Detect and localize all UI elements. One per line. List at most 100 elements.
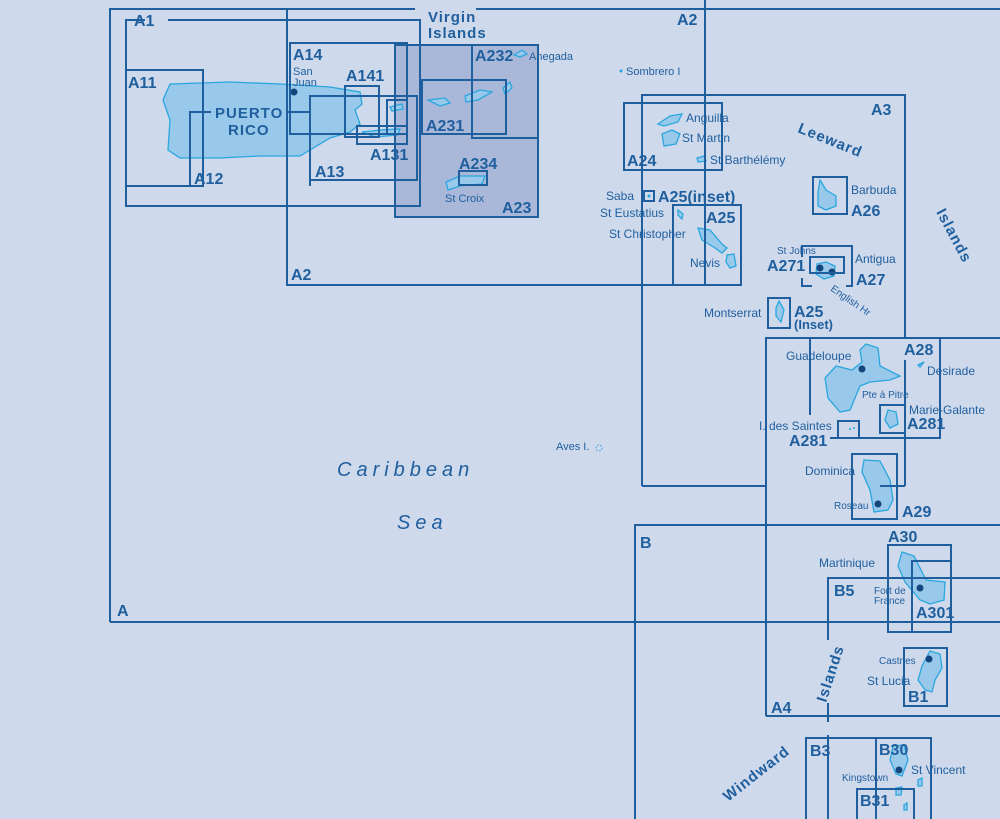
frame-A2[interactable]: [286, 0, 706, 286]
frame-A[interactable]: [109, 8, 1000, 623]
code-A131[interactable]: A131: [370, 147, 408, 164]
frame-A26[interactable]: [812, 176, 848, 215]
frame-A25-saba[interactable]: [643, 190, 655, 202]
frame-A25[interactable]: [672, 204, 742, 286]
code-A232[interactable]: A232: [475, 48, 513, 65]
code-A2-top[interactable]: A2: [677, 12, 698, 29]
code-A25-montserrat[interactable]: A25: [794, 304, 823, 321]
label-windward-islands: Islands: [814, 643, 848, 704]
island-guadeloupe: [824, 343, 902, 413]
place-labels: San Juan Anegada St Croix Sombrero I Ang…: [293, 51, 985, 784]
place-st-lucia: St Lucia: [867, 674, 911, 688]
code-A30[interactable]: A30: [888, 529, 917, 546]
island-st-lucia: [917, 650, 943, 693]
code-A13[interactable]: A13: [315, 164, 344, 181]
frame-A28[interactable]: [765, 337, 1000, 716]
place-nevis: Nevis: [690, 256, 720, 270]
island-saba: [647, 194, 651, 198]
code-A281-marie-galante[interactable]: A281: [907, 416, 945, 433]
code-A2[interactable]: A2: [291, 267, 312, 284]
city-dot-st-johns: [816, 264, 824, 272]
frame-A14[interactable]: [289, 42, 408, 135]
frame-A232[interactable]: [471, 44, 539, 139]
island-culebra: [389, 103, 404, 112]
frame-A131-inner[interactable]: [386, 99, 408, 135]
place-anegada: Anegada: [529, 51, 574, 63]
code-A14[interactable]: A14: [293, 47, 322, 64]
label-sea: Sea: [397, 512, 448, 534]
frame-A234[interactable]: [458, 170, 488, 186]
code-A3[interactable]: A3: [871, 102, 892, 119]
city-dot-fort-de-france: [916, 584, 924, 592]
place-desirade: Desirade: [927, 364, 975, 378]
frame-B3[interactable]: [805, 737, 932, 819]
code-A11[interactable]: A11: [128, 75, 157, 92]
code-A4[interactable]: A4: [771, 700, 792, 717]
island-st-thomas: [425, 97, 452, 107]
code-B5[interactable]: B5: [834, 583, 855, 600]
frame-B5[interactable]: [827, 577, 1000, 819]
code-B31[interactable]: B31: [860, 793, 889, 810]
place-des-saintes: I. des Saintes: [759, 419, 832, 433]
code-A25[interactable]: A25: [706, 210, 735, 227]
frame-A3[interactable]: [641, 94, 906, 487]
label-leeward-islands: Islands: [932, 206, 975, 266]
frame-A1[interactable]: [125, 19, 421, 207]
frame-A24[interactable]: [623, 102, 723, 171]
label-caribbean: Caribbean: [337, 459, 474, 481]
code-B3[interactable]: B3: [810, 743, 831, 760]
code-A281-saintes[interactable]: A281: [789, 433, 827, 450]
place-san-juan-2: Juan: [293, 77, 317, 89]
place-aves: Aves I.: [556, 441, 589, 453]
frame-B1[interactable]: [903, 647, 948, 707]
code-B30[interactable]: B30: [879, 742, 908, 759]
code-B1[interactable]: B1: [908, 689, 929, 706]
frame-B31[interactable]: [856, 788, 915, 819]
frame-A281-marie-galante[interactable]: [879, 404, 906, 434]
island-nevis: [725, 253, 737, 269]
place-st-barthelemy: St Barthélémy: [710, 153, 785, 167]
code-A23[interactable]: A23: [502, 200, 531, 217]
frame-A301[interactable]: [911, 560, 952, 633]
island-dominica: [861, 459, 894, 513]
island-aves: [595, 444, 603, 452]
frame-A141[interactable]: [344, 85, 380, 138]
frame-B[interactable]: [634, 524, 1000, 819]
code-A29[interactable]: A29: [902, 504, 931, 521]
code-A25-montserrat-inset[interactable]: (Inset): [794, 317, 833, 332]
island-st-vincent: [889, 744, 909, 777]
code-A24[interactable]: A24: [627, 153, 656, 170]
code-A28[interactable]: A28: [904, 342, 933, 359]
code-A301[interactable]: A301: [916, 605, 954, 622]
code-A25-inset[interactable]: A25(inset): [658, 189, 735, 206]
frame-A13[interactable]: [309, 95, 418, 181]
island-anguilla: [656, 113, 684, 127]
place-san-juan: San: [293, 66, 313, 78]
city-dot-pte-a-pitre: [858, 365, 866, 373]
frame-A29[interactable]: [851, 453, 898, 520]
code-A[interactable]: A: [117, 603, 129, 620]
code-A27[interactable]: A27: [856, 272, 885, 289]
frame-A231[interactable]: [421, 79, 507, 135]
code-A271[interactable]: A271: [767, 258, 805, 275]
code-A231[interactable]: A231: [426, 118, 464, 135]
place-dominica: Dominica: [805, 464, 855, 478]
place-st-eustatius: St Eustatius: [600, 206, 664, 220]
code-B[interactable]: B: [640, 535, 652, 552]
frame-A281-saintes[interactable]: [837, 420, 860, 439]
place-st-christopher: St Christopher: [609, 227, 686, 241]
code-A141[interactable]: A141: [346, 68, 384, 85]
code-A26[interactable]: A26: [851, 203, 880, 220]
place-sombrero: Sombrero I: [626, 66, 680, 78]
frame-A25-montserrat[interactable]: [767, 297, 791, 329]
code-A1[interactable]: A1: [134, 13, 155, 30]
frame-A27[interactable]: [801, 245, 853, 287]
code-A12[interactable]: A12: [194, 171, 223, 188]
code-A234[interactable]: A234: [459, 156, 497, 173]
island-st-martin: [661, 129, 681, 147]
island-grenadine: [917, 776, 923, 787]
frame-A271[interactable]: [809, 256, 845, 274]
island-montserrat: [775, 299, 785, 324]
island-sombrero: [619, 69, 623, 73]
frame-A11[interactable]: [125, 69, 204, 187]
